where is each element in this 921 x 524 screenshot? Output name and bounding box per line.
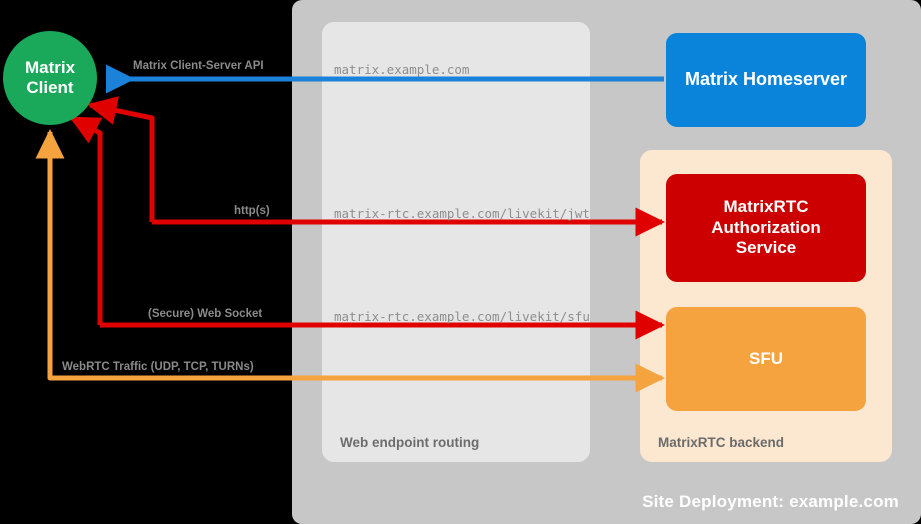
wire-livekit-sfu-return — [69, 115, 103, 325]
label-secure-web-socket: (Secure) Web Socket — [148, 308, 263, 320]
endpoint-livekit-sfu: matrix-rtc.example.com/livekit/sfu — [334, 309, 590, 324]
wire-webrtc-return — [35, 128, 65, 381]
label-matrix-client-server-api: Matrix Client-Server API — [133, 60, 264, 72]
matrix-homeserver-box[interactable]: Matrix Homeserver — [666, 33, 866, 127]
matrix-homeserver-label: Matrix Homeserver — [684, 69, 848, 90]
matrixrtc-authorization-service-label: MatrixRTC Authorization Service — [711, 197, 821, 259]
matrixrtc-backend-label: MatrixRTC backend — [658, 435, 785, 450]
matrix-client-label-line1: Matrix — [24, 57, 76, 77]
web-endpoint-routing-panel: Web endpoint routing — [322, 22, 590, 462]
site-deployment-label: Site Deployment: example.com — [642, 492, 899, 511]
sfu-label: SFU — [749, 348, 783, 368]
endpoint-livekit-jwt: matrix-rtc.example.com/livekit/jwt — [334, 206, 590, 221]
auth-label-line1: MatrixRTC — [723, 196, 809, 216]
matrix-client-label-line2: Client — [26, 78, 74, 97]
matrixrtc-authorization-service-box[interactable]: MatrixRTC Authorization Service — [666, 174, 866, 282]
wire-livekit-jwt-return — [87, 96, 155, 222]
label-webrtc-traffic: WebRTC Traffic (UDP, TCP, TURNs) — [62, 361, 254, 373]
auth-label-line3: Service — [735, 238, 797, 258]
matrix-client-node[interactable]: Matrix Client — [3, 31, 97, 125]
sfu-box[interactable]: SFU — [666, 307, 866, 411]
endpoint-matrix-example-com: matrix.example.com — [334, 62, 470, 77]
label-http-s: http(s) — [234, 205, 270, 217]
web-endpoint-routing-label: Web endpoint routing — [340, 435, 480, 450]
auth-label-line2: Authorization — [711, 217, 821, 237]
